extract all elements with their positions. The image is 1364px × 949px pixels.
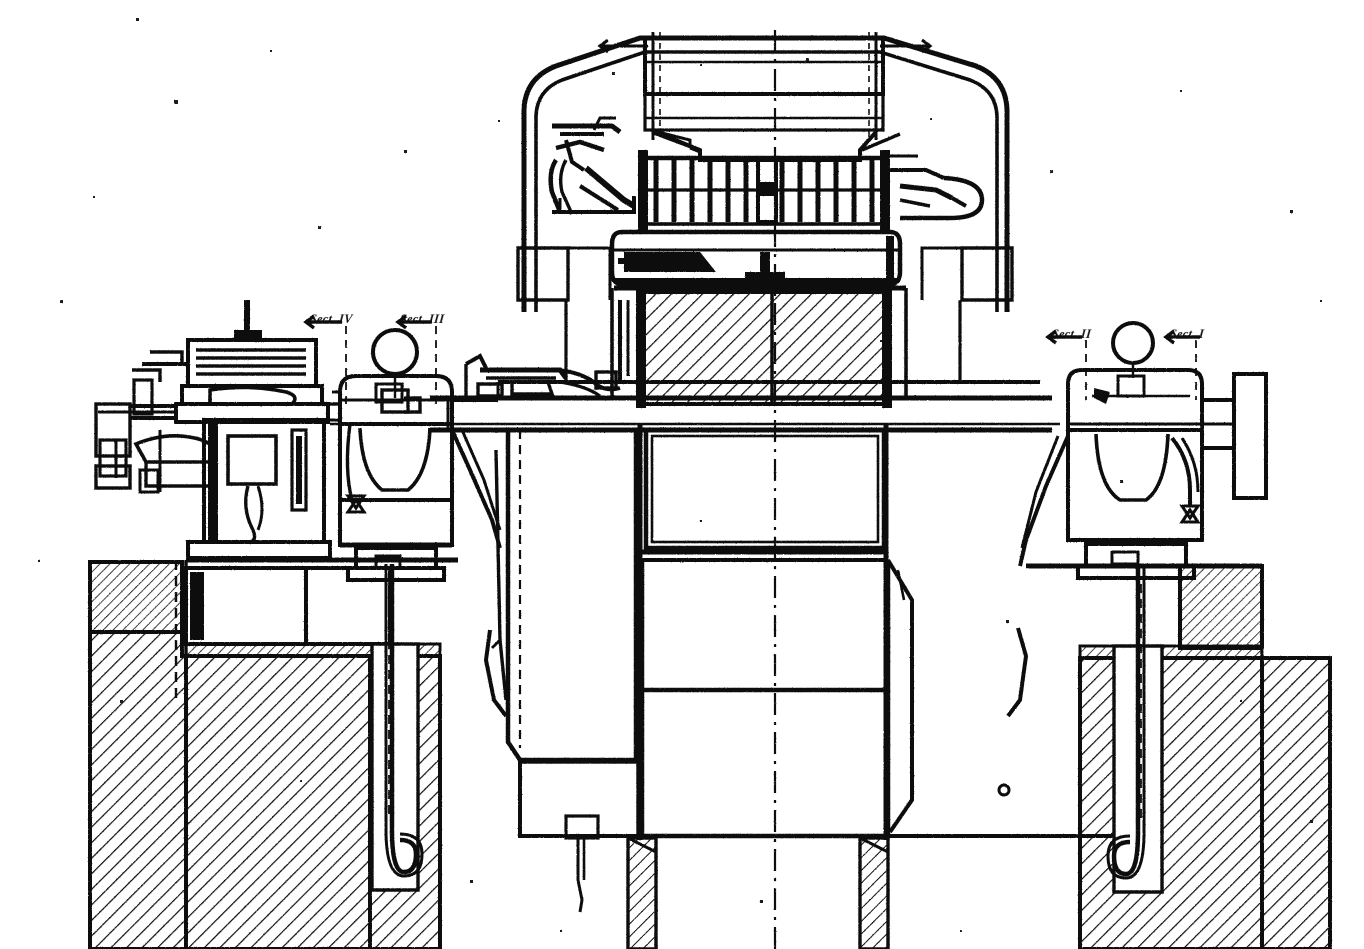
- main-deck: [330, 288, 1060, 433]
- left-auxiliary-machinery: [94, 300, 340, 560]
- left-deck-valve-gear: [464, 300, 630, 398]
- support-columns: [626, 836, 890, 949]
- hood-skirt-boxes: [516, 246, 1014, 302]
- section-label-sect-i: Sect. I: [1169, 327, 1205, 341]
- foundation-left: [88, 557, 458, 949]
- mid-housing: [609, 229, 903, 287]
- top-duct: [597, 32, 933, 140]
- hood-right-piping: [888, 154, 985, 221]
- section-arrow-flags: [303, 314, 1200, 404]
- left-bearing-pedestal: [332, 328, 502, 582]
- lower-body: [483, 424, 1029, 840]
- bottom-floor: [540, 814, 1136, 913]
- scan-speckles: [38, 18, 1322, 932]
- tube-bundle: [638, 150, 890, 230]
- right-bearing-pedestal: [1018, 321, 1268, 580]
- hood-left-piping: [548, 116, 636, 215]
- hatched-machine-body: [614, 285, 906, 408]
- section-label-sect-ii: Sect. II: [1051, 327, 1092, 341]
- foundation-right: [1026, 563, 1332, 949]
- section-label-sect-iv: Sect. IV: [309, 312, 354, 326]
- section-label-sect-iii: Sect. III: [399, 312, 446, 326]
- feed-hopper: [645, 128, 901, 162]
